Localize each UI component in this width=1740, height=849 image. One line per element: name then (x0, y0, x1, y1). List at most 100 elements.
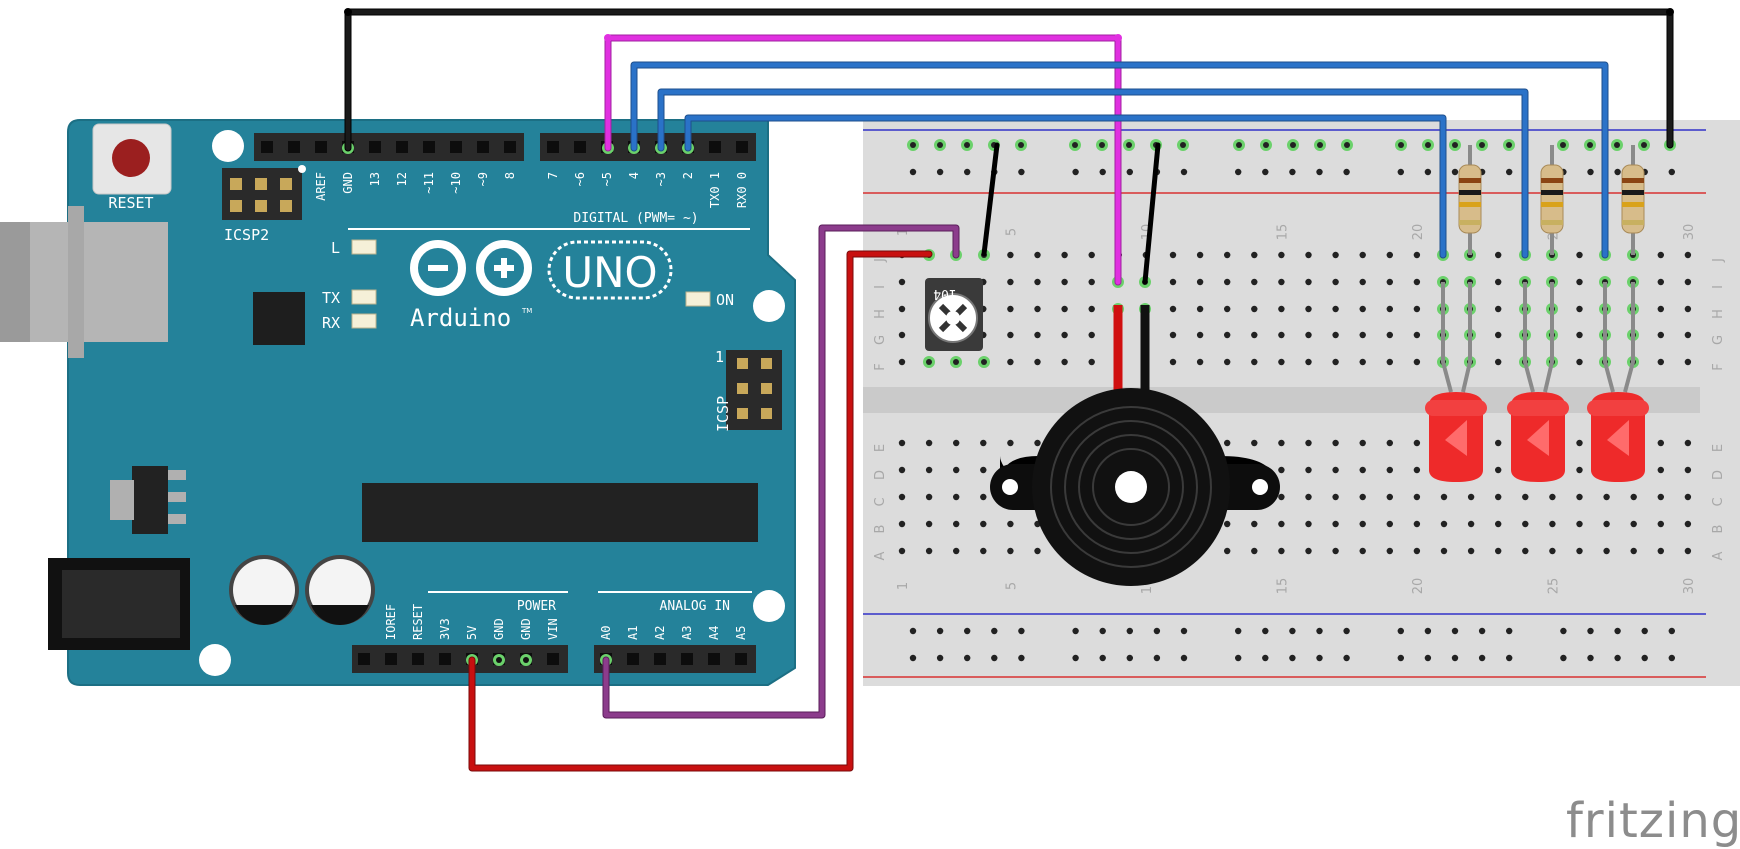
rail-hole (1262, 168, 1269, 176)
row-label: C (1711, 497, 1726, 506)
breadboard-hole (1359, 278, 1366, 286)
header-pin (654, 653, 666, 665)
rail-hole (1126, 168, 1134, 176)
breadboard-hole (1305, 305, 1312, 313)
regulator-tab (110, 480, 134, 520)
led-assembly (1425, 145, 1487, 482)
column-number: 20 (1411, 578, 1426, 595)
breadboard-hole (898, 358, 906, 366)
pin-label: 8 (503, 172, 517, 179)
rail-hole (1397, 627, 1405, 635)
atmega-chip (362, 483, 758, 542)
pin-label: A3 (680, 626, 694, 640)
breadboard-hole (953, 547, 960, 555)
rail-hole (1018, 654, 1025, 662)
rail-hole (1343, 654, 1350, 662)
reset-button-cap[interactable] (112, 139, 150, 177)
breadboard-hole (1169, 305, 1177, 313)
wire-magenta-pin5 (605, 35, 1121, 285)
breadboard-hole (898, 520, 906, 528)
rail-hole (1397, 654, 1405, 662)
row-label: D (873, 470, 888, 480)
header-pin (737, 383, 748, 394)
rail-hole (1587, 168, 1594, 176)
breadboard-hole (1359, 358, 1366, 366)
rail-hole (1587, 627, 1594, 635)
breadboard-hole (1386, 331, 1394, 339)
breadboard-hole (1495, 251, 1502, 259)
breadboard-hole (1034, 278, 1041, 286)
wire-gnd-black (345, 9, 1673, 151)
rail-hole (1126, 627, 1134, 635)
breadboard-hole (1224, 278, 1231, 286)
rail-hole (1668, 627, 1676, 635)
icsp-header (726, 350, 782, 430)
column-number: 15 (1275, 578, 1290, 595)
header-pin (369, 141, 381, 153)
breadboard-hole (1657, 331, 1665, 339)
breadboard-hole (1359, 466, 1366, 474)
led-lead (1543, 282, 1554, 393)
breadboard-hole (1386, 466, 1394, 474)
column-number: 5 (1004, 228, 1019, 236)
breadboard-hole (1224, 520, 1231, 528)
breadboard-hole (1495, 466, 1502, 474)
rail-hole (1316, 627, 1323, 635)
breadboard-hole (1386, 547, 1394, 555)
breadboard-hole (1305, 466, 1312, 474)
breadboard-hole (980, 466, 987, 474)
breadboard-hole (1088, 251, 1095, 259)
rail-hole (1641, 654, 1648, 662)
arduino-logo: UNO Arduino TM (410, 240, 673, 332)
header-pin (736, 141, 748, 153)
breadboard-hole (980, 520, 987, 528)
led-rx-label: RX (322, 314, 340, 332)
breadboard-hole (1359, 251, 1366, 259)
header-pin (423, 141, 435, 153)
breadboard-hole (1630, 493, 1637, 501)
rail-hole (1506, 627, 1513, 635)
column-number: 30 (1682, 578, 1697, 595)
pin-label: ~10 (449, 172, 463, 194)
rail-hole (1072, 168, 1079, 176)
row-label: E (873, 444, 888, 452)
pin-label: A4 (707, 626, 721, 640)
pin-label: 2 (681, 172, 695, 179)
board-pcb (67, 119, 796, 686)
header-pin (504, 141, 516, 153)
rail-hole (1668, 654, 1676, 662)
breadboard-hole (1657, 278, 1665, 286)
breadboard-hole (1603, 547, 1610, 555)
pin-label: A5 (734, 626, 748, 640)
rail-hole (1018, 168, 1025, 176)
breadboard-hole (1630, 520, 1637, 528)
breadboard-hole (1278, 358, 1285, 366)
breadboard-hole (1007, 547, 1014, 555)
breadboard-hole (1522, 493, 1529, 501)
breadboard-hole (1088, 358, 1095, 366)
breadboard-hole (1386, 251, 1394, 259)
breadboard-hole (898, 547, 906, 555)
breadboard-hole (1332, 439, 1339, 447)
breadboard-hole (1251, 331, 1258, 339)
header-pin (761, 408, 772, 419)
led-assembly (1507, 145, 1569, 482)
rail-hole (1506, 168, 1513, 176)
breadboard-hole (1386, 439, 1394, 447)
breadboard-hole (1495, 305, 1502, 313)
led-lead (1441, 282, 1453, 393)
column-number: 25 (1546, 578, 1561, 595)
breadboard-hole (1224, 547, 1231, 555)
wire-blue-pin3 (658, 89, 1528, 258)
breadboard-hole (953, 493, 960, 501)
breadboard-hole (1196, 278, 1204, 286)
breadboard-hole (1495, 278, 1502, 286)
rail-hole (1451, 168, 1459, 176)
breadboard-hole (1657, 251, 1665, 259)
breadboard-hole (898, 439, 906, 447)
breadboard-hole (1495, 547, 1502, 555)
breadboard-hole (1413, 466, 1421, 474)
mounting-hole (199, 644, 231, 676)
breadboard-hole (1576, 520, 1583, 528)
